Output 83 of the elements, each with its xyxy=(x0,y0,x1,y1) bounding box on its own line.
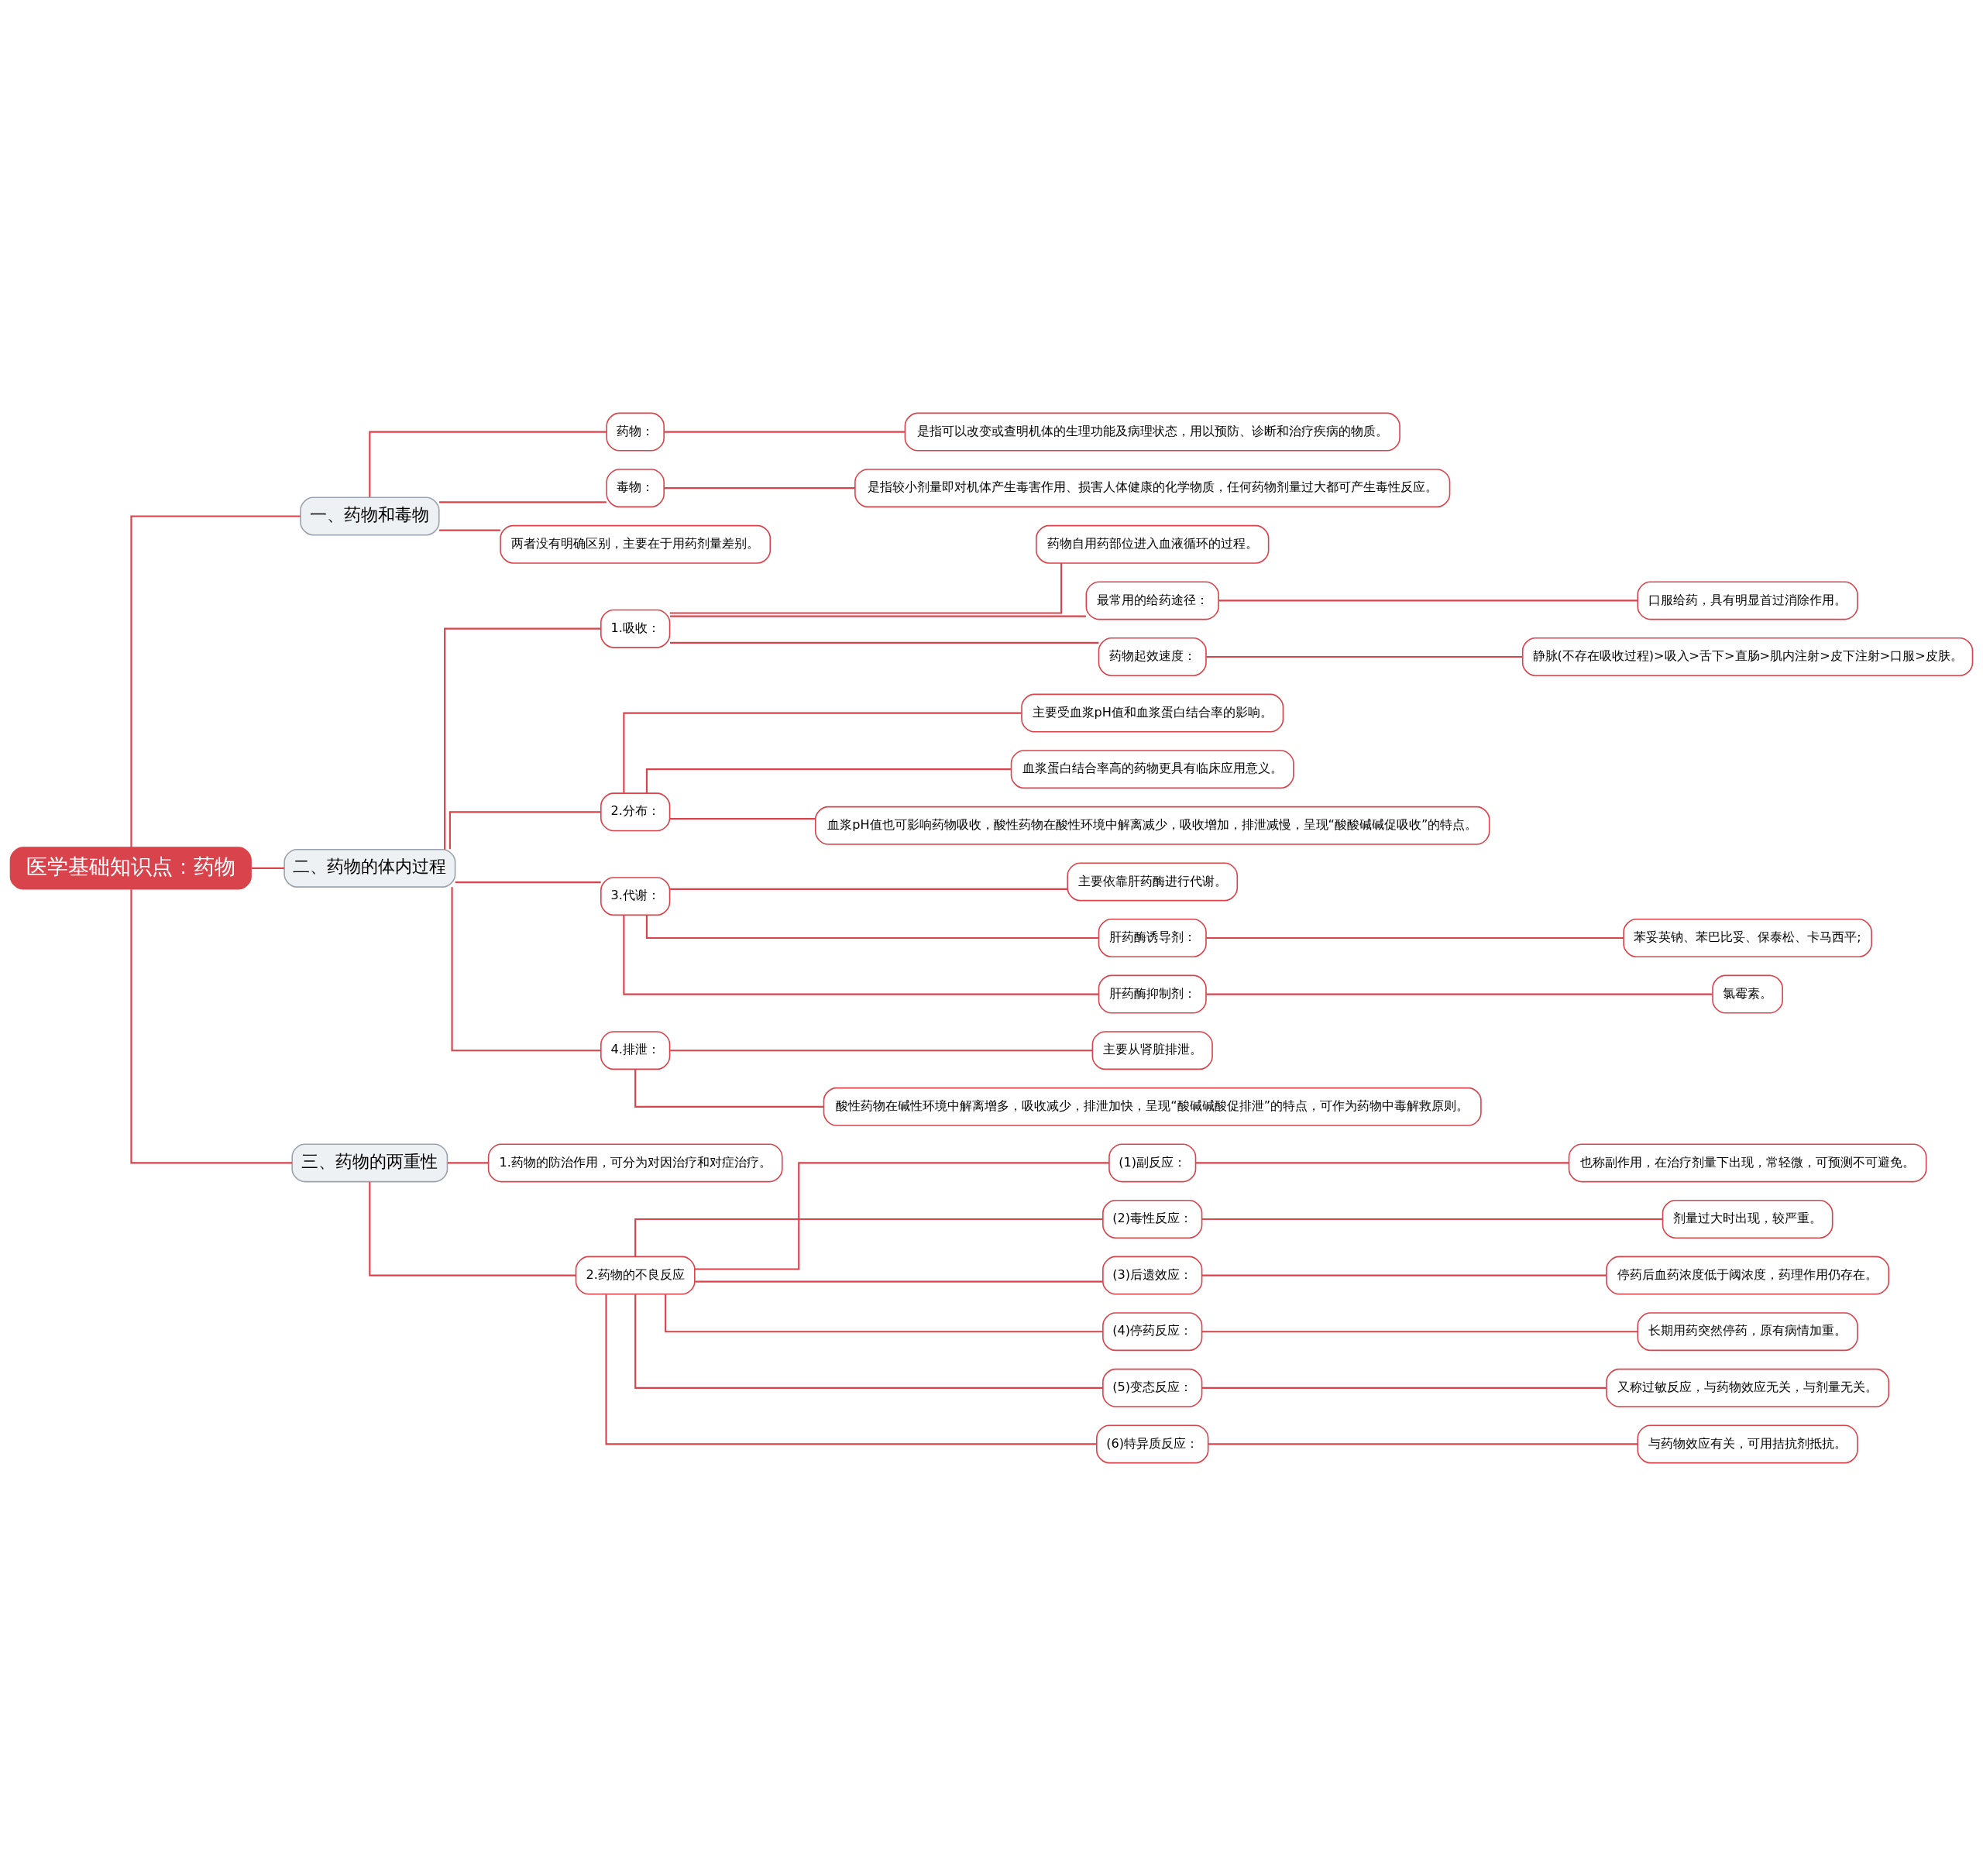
connector xyxy=(1201,1386,1607,1389)
node-box: 2.药物的不良反应 xyxy=(575,1256,696,1295)
connector xyxy=(695,1162,1109,1270)
node-box: 1.吸收： xyxy=(600,609,671,648)
connector xyxy=(1195,1162,1569,1164)
node-box: 静脉(不存在吸收过程)>吸入>舌下>直肠>肌内注射>皮下注射>口服>皮肤。 xyxy=(1521,637,1974,676)
node-box: 剂量过大时出现，较严重。 xyxy=(1662,1200,1834,1239)
connector xyxy=(447,1162,489,1164)
node-box: 肝药酶诱导剂： xyxy=(1098,919,1207,957)
connector xyxy=(369,1182,576,1276)
node-box: 停药后血药浓度低于阈浓度，药理作用仍存在。 xyxy=(1606,1256,1890,1295)
connector xyxy=(455,881,601,884)
connector xyxy=(1206,936,1624,940)
node-box: 主要受血浆pH值和血浆蛋白结合率的影响。 xyxy=(1021,693,1284,733)
node-box: 肝药酶抑制剂： xyxy=(1098,974,1207,1014)
connector xyxy=(605,1294,1097,1445)
connector xyxy=(634,1218,1103,1257)
connector xyxy=(664,487,855,490)
node-box: 苯妥英钠、苯巴比妥、保泰松、卡马西平; xyxy=(1623,919,1872,957)
node-box: 2.分布： xyxy=(600,792,671,832)
node-box: 也称副作用，在治疗剂量下出现，常轻微，可预测不可避免。 xyxy=(1568,1143,1927,1183)
node-box: 酸性药物在碱性环境中解离增多，吸收减少，排泄加快，呈现“酸碱碱酸促排泄”的特点，可作为药物中毒解救原则。 xyxy=(823,1087,1482,1126)
connector xyxy=(448,811,601,850)
connector xyxy=(669,563,1063,614)
connector xyxy=(439,529,501,531)
connector xyxy=(670,641,1099,644)
node-box: 药物自用药部位进入血液循环的过程。 xyxy=(1036,524,1270,564)
connector xyxy=(623,915,1098,995)
node-box: 口服给药，具有明显首过消除作用。 xyxy=(1637,581,1858,620)
node-box: (3)后遗效应： xyxy=(1102,1256,1203,1295)
connector xyxy=(1201,1274,1607,1276)
node-box: 一、药物和毒物 xyxy=(300,496,440,536)
connector xyxy=(451,887,601,1052)
node-box: 三、药物的两重性 xyxy=(291,1143,448,1183)
node-box: 是指较小剂量即对机体产生毒害作用、损害人体健康的化学物质，任何药物剂量过大都可产生毒性反应。 xyxy=(854,469,1451,508)
node-box: 血浆蛋白结合率高的药物更具有临床应用意义。 xyxy=(1010,750,1294,789)
connector xyxy=(1206,993,1713,995)
connector xyxy=(369,431,607,497)
connector xyxy=(634,1069,824,1108)
connector xyxy=(670,888,1067,890)
node-box: 最常用的给药途径： xyxy=(1085,581,1219,620)
node-box: 二、药物的体内过程 xyxy=(284,848,456,888)
connector xyxy=(1218,600,1638,602)
node-box: 又称过敏反应，与药物效应无关，与剂量无关。 xyxy=(1606,1368,1890,1407)
node-box: (4)停药反应： xyxy=(1102,1312,1203,1352)
node-box: (2)毒性反应： xyxy=(1102,1200,1203,1239)
node-box: 主要从肾脏排泄。 xyxy=(1091,1031,1213,1070)
node-box: 两者没有明确区别，主要在于用药剂量差别。 xyxy=(500,524,772,564)
connector xyxy=(1206,655,1523,658)
node-box: (1)副反应： xyxy=(1108,1143,1197,1183)
connector xyxy=(645,915,1098,940)
node-box: (5)变态反应： xyxy=(1102,1368,1203,1407)
connector xyxy=(670,1050,1093,1052)
connector xyxy=(695,1280,1103,1283)
node-box: 主要依靠肝药酶进行代谢。 xyxy=(1067,862,1239,902)
connector xyxy=(665,1294,1103,1333)
connector xyxy=(444,627,601,850)
node-box: 是指可以改变或查明机体的生理功能及病理状态，用以预防、诊断和治疗疾病的物质。 xyxy=(904,412,1400,452)
connector xyxy=(1201,1218,1663,1221)
connector xyxy=(130,889,292,1164)
connector xyxy=(634,1294,1103,1389)
connector xyxy=(130,515,301,847)
connector xyxy=(645,768,1012,793)
node-box: 氯霉素。 xyxy=(1712,974,1783,1014)
connector xyxy=(623,712,1022,793)
connector xyxy=(439,501,607,503)
connector xyxy=(664,431,906,433)
node-box: 长期用药突然停药，原有病情加重。 xyxy=(1637,1312,1858,1352)
connector xyxy=(251,867,284,869)
connector xyxy=(1208,1443,1638,1445)
connector xyxy=(1201,1331,1638,1333)
connector xyxy=(670,818,816,820)
node-box: 与药物效应有关，可用拮抗剂抵抗。 xyxy=(1637,1424,1858,1464)
node-box: 血浆pH值也可影响药物吸收，酸性药物在酸性环境中解离减少，吸收增加，排泄减慢，呈现“酸酸碱碱促吸收”的特点。 xyxy=(814,806,1490,845)
connector xyxy=(670,615,1086,617)
node-box: (6)特异质反应： xyxy=(1096,1424,1209,1464)
node-box: 药物起效速度： xyxy=(1098,637,1207,676)
node-box: 3.代谢： xyxy=(600,877,671,916)
node-box: 医学基础知识点：药物 xyxy=(9,847,252,890)
node-box: 1.药物的防治作用，可分为对因治疗和对症治疗。 xyxy=(487,1143,783,1183)
node-box: 药物： xyxy=(606,412,665,452)
node-box: 4.排泄： xyxy=(600,1031,671,1070)
node-box: 毒物： xyxy=(606,469,665,508)
